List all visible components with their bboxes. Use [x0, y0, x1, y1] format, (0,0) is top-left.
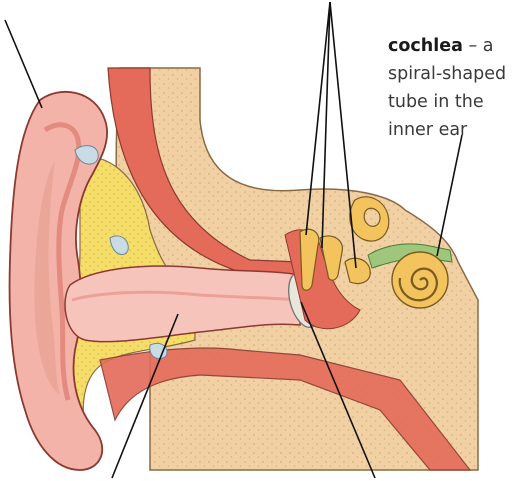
cochlea-desc-2: spiral-shaped — [388, 60, 513, 88]
cochlea-desc-1: a — [483, 36, 494, 56]
pointer-cochlea — [437, 135, 462, 256]
cochlea-label-line-1: cochlea – a — [388, 32, 513, 60]
cochlea-dash: – — [463, 36, 483, 56]
cochlea-desc-4: inner ear — [388, 116, 513, 144]
cochlea-desc-3: tube in the — [388, 88, 513, 116]
cochlea-label: cochlea – a spiral-shaped tube in the in… — [388, 32, 513, 144]
pointer-top-left — [5, 20, 42, 108]
cochlea-term: cochlea — [388, 36, 463, 56]
